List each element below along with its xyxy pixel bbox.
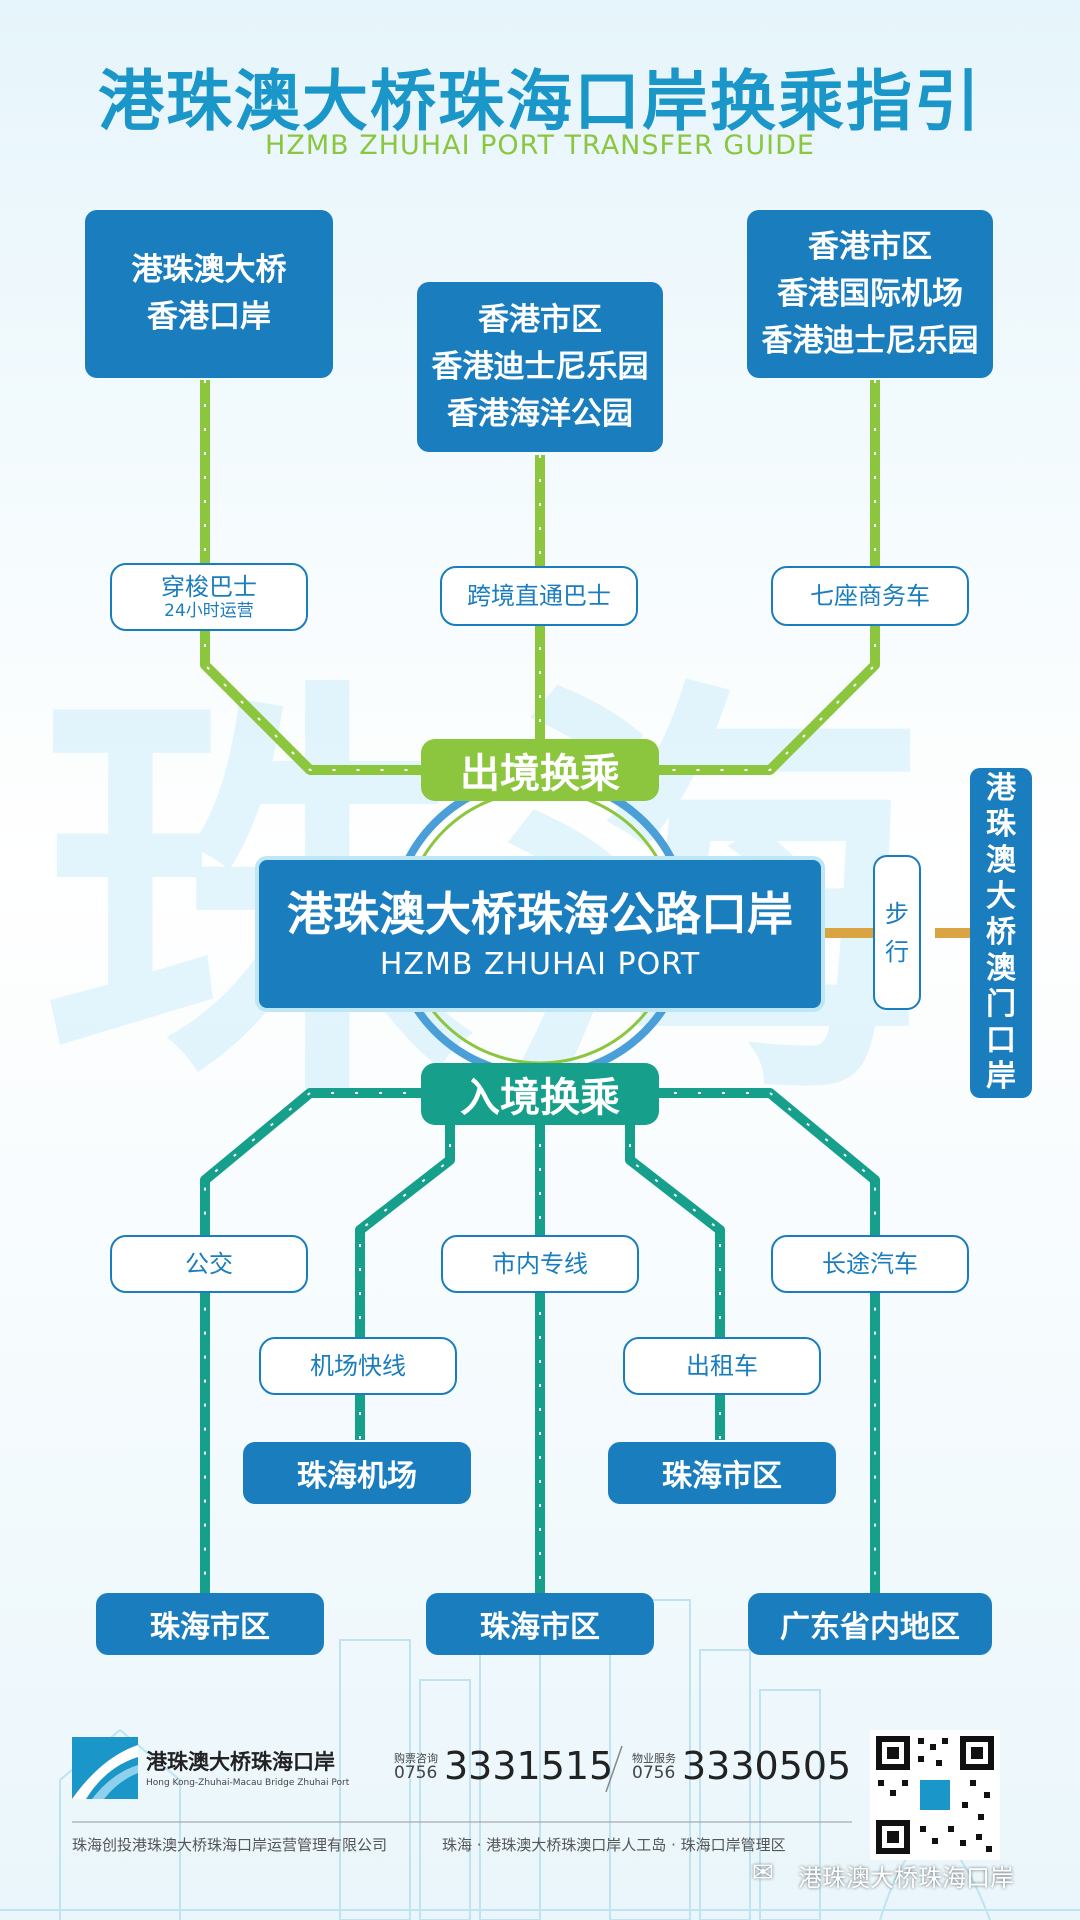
mode-label: 市内专线 [492,1250,588,1278]
page-title: 港珠澳大桥珠海口岸换乘指引 [98,63,982,140]
macau-char: 桥 [986,915,1016,950]
property-phone[interactable]: 3330505 [682,1744,852,1788]
mode-taxi[interactable]: 出租车 [623,1337,821,1395]
macau-char: 大 [986,879,1016,914]
macau-char: 澳 [986,843,1016,878]
company-name: 珠海创投港珠澳大桥珠海口岸运营管理有限公司 [72,1836,388,1854]
wechat-icon: ✉ [752,1858,774,1888]
mode-business-car[interactable]: 七座商务车 [771,566,969,626]
dest-line: 香港国际机场 [777,275,963,312]
mode-bus[interactable]: 公交 [110,1235,308,1293]
mode-label: 出租车 [686,1352,758,1380]
mode-label: 长途汽车 [822,1250,918,1278]
ticket-phone[interactable]: 3331515 [444,1744,614,1788]
footer-logo-en: Hong Kong-Zhuhai-Macau Bridge Zhuhai Por… [146,1778,350,1788]
arrival-hub[interactable]: 入境换乘 [421,1063,659,1125]
ticket-label: 购票咨询 0756 [394,1752,444,1783]
skyline-illustration [0,1599,1080,1920]
macau-char: 岸 [986,1059,1016,1094]
port-name-en: HZMB ZHUHAI PORT [379,947,701,982]
dest-guangdong-inland[interactable]: 广东省内地区 [748,1593,992,1655]
footer-logo-name: 港珠澳大桥珠海口岸 [146,1750,335,1774]
dest-line: 香港口岸 [147,299,271,335]
arrival-lines [200,1088,880,1595]
mode-label: 跨境直通巴士 [467,582,611,610]
dest-hk-city-airport-disney[interactable]: 香港市区 香港国际机场 香港迪士尼乐园 [747,210,993,378]
port-name-cn: 港珠澳大桥珠海公路口岸 [287,887,793,941]
macau-char: 港 [986,771,1016,806]
qr-code[interactable] [870,1730,1000,1860]
company-address: 珠海 · 港珠澳大桥珠澳口岸人工岛 · 珠海口岸管理区 [442,1836,786,1854]
mode-sublabel: 24小时运营 [164,601,254,621]
dest-line: 港珠澳大桥 [131,252,287,288]
ticket-area-code: 0756 [394,1763,438,1783]
mode-long-distance-bus[interactable]: 长途汽车 [771,1235,969,1293]
mode-shuttle-bus[interactable]: 穿梭巴士 24小时运营 [110,563,308,631]
dest-line: 香港迪士尼乐园 [761,322,979,359]
line-shuttle [200,380,430,775]
phone-divider [605,1745,623,1793]
dest-hk-city-disney-ocean[interactable]: 香港市区 香港迪士尼乐园 香港海洋公园 [417,282,663,452]
dest-line: 香港迪士尼乐园 [431,348,649,385]
macau-char: 珠 [986,807,1016,842]
macau-char: 澳 [986,951,1016,986]
macau-char: 口 [986,1023,1016,1058]
dest-zhuhai-city-taxi[interactable]: 珠海市区 [608,1442,836,1504]
page-subtitle: HZMB ZHUHAI PORT TRANSFER GUIDE [265,130,815,161]
line-business-car [650,380,880,775]
property-label: 物业服务 0756 [632,1752,682,1783]
zhuhai-port-box[interactable]: 港珠澳大桥珠海公路口岸 HZMB ZHUHAI PORT [255,856,825,1012]
ticket-label-text: 购票咨询 [394,1752,438,1765]
port-logo-icon [72,1737,138,1799]
departure-hub[interactable]: 出境换乘 [421,739,659,801]
footer-divider [72,1821,852,1823]
dest-line: 香港海洋公园 [447,395,633,432]
dest-zhuhai-city-bus[interactable]: 珠海市区 [96,1593,324,1655]
dest-hk-port[interactable]: 港珠澳大桥 香港口岸 [85,210,333,378]
property-label-text: 物业服务 [632,1752,676,1765]
mode-cross-border-bus[interactable]: 跨境直通巴士 [440,566,638,626]
mode-label: 穿梭巴士 [161,573,257,601]
macau-port-box[interactable]: 港 珠 澳 大 桥 澳 门 口 岸 [970,768,1032,1098]
property-area-code: 0756 [632,1763,676,1783]
arrival-line-dots [204,1092,876,1595]
walk-label[interactable]: 步 行 [873,855,921,1010]
mode-city-line[interactable]: 市内专线 [441,1235,639,1293]
mode-label: 七座商务车 [810,582,930,610]
mode-label: 机场快线 [310,1352,406,1380]
dest-line: 香港市区 [808,228,932,265]
dest-zhuhai-city-line[interactable]: 珠海市区 [426,1593,654,1655]
mode-label: 公交 [185,1250,233,1278]
walk-char: 行 [885,937,909,966]
macau-char: 门 [986,987,1016,1022]
dest-zhuhai-airport[interactable]: 珠海机场 [243,1442,471,1504]
mode-airport-express[interactable]: 机场快线 [259,1337,457,1395]
walk-char: 步 [885,899,909,928]
line-long-distance [650,1088,880,1595]
wechat-account-name: 港珠澳大桥珠海口岸 [798,1864,1014,1892]
line-bus [200,1088,430,1595]
dest-line: 香港市区 [478,301,602,338]
